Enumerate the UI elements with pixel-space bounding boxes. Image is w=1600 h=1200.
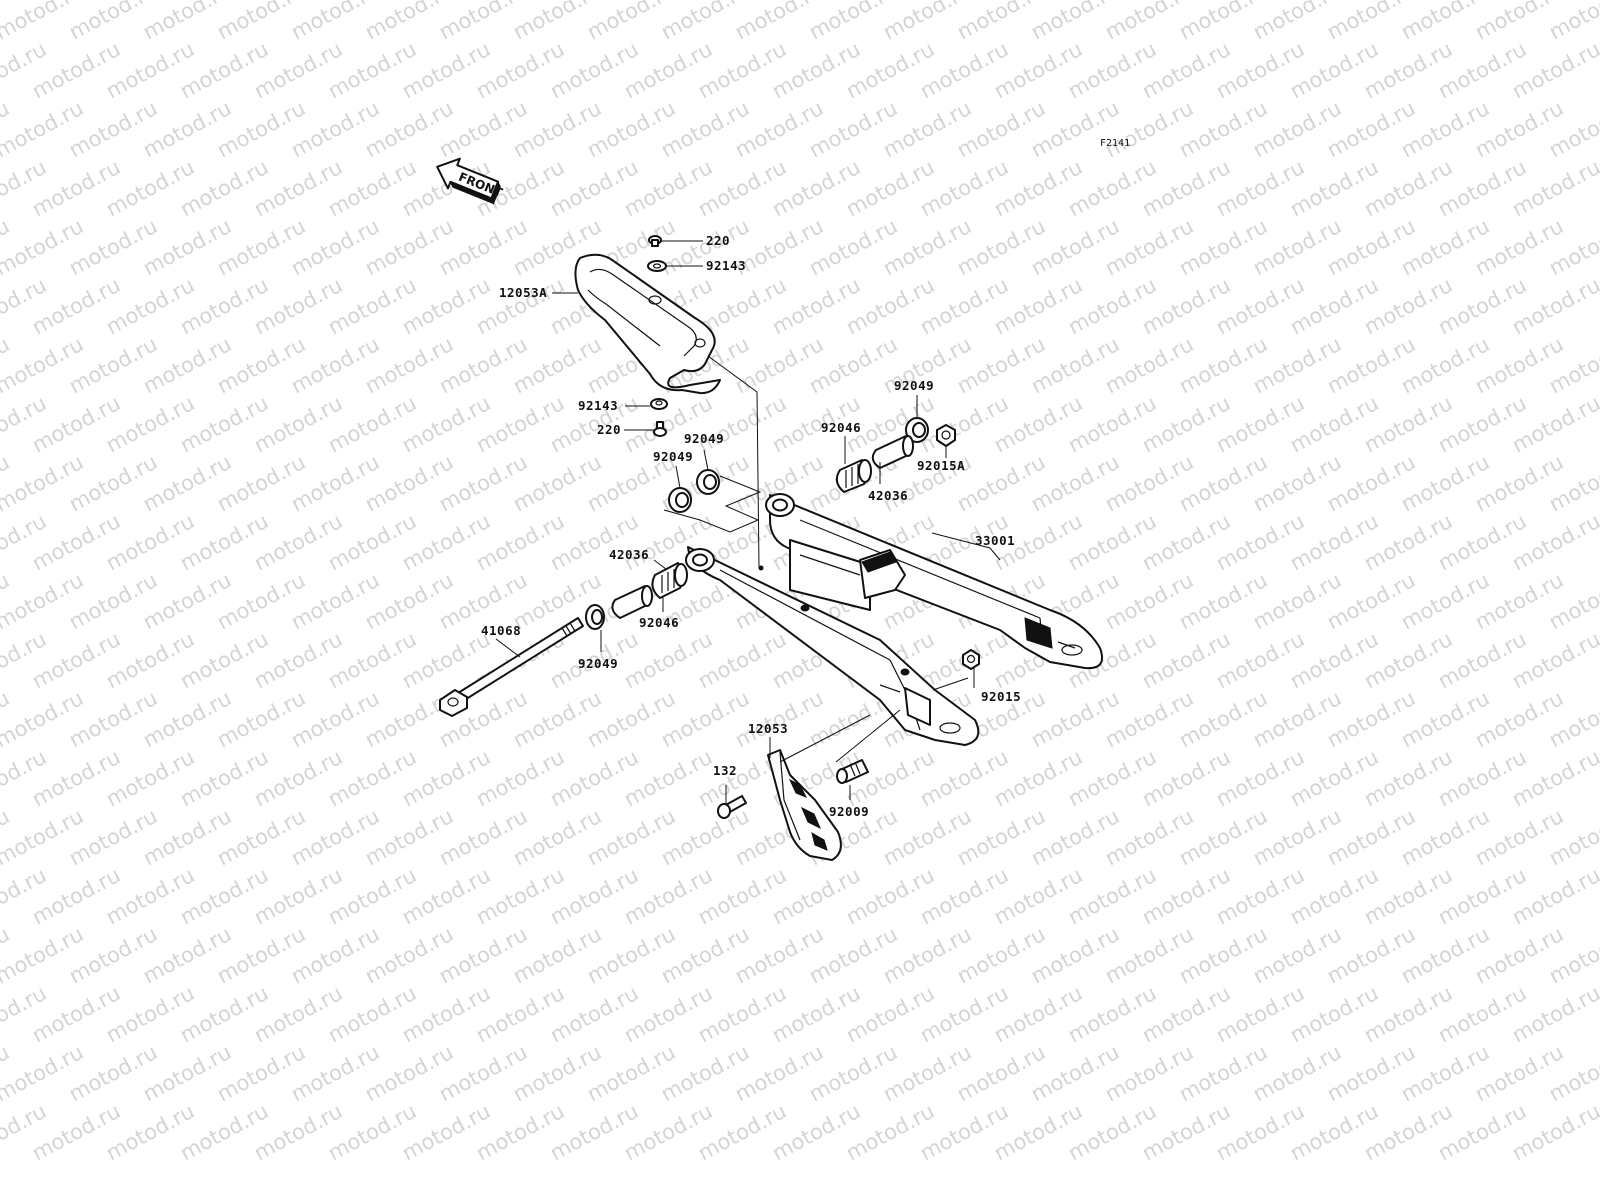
callout-12053A: 12053A [499,285,547,300]
seal-92049-right [905,417,929,443]
swingarm-33001 [685,493,1104,746]
chain-slider-12053A [574,253,721,395]
leader-lines [495,240,1001,804]
callout-92049-mid-left: 92049 [653,449,693,464]
callout-41068: 41068 [481,623,521,638]
callout-42036-right: 42036 [868,488,908,503]
seal-92049-mid-left [668,487,692,513]
nut-92015 [962,649,980,670]
bearing-92046-left [651,562,688,599]
seal-92049-left [585,604,605,630]
callout-92009: 92009 [829,804,869,819]
callout-12053: 12053 [748,721,788,736]
bolt-220-bottom [653,421,667,437]
callout-labels: 220 92143 12053A 92143 220 92049 92046 4… [481,233,1021,819]
washer-92143-top [647,260,667,272]
callout-92015A: 92015A [917,458,965,473]
callout-92049-left: 92049 [578,656,618,671]
bolt-132 [717,795,747,819]
callout-92015: 92015 [981,689,1021,704]
bolt-220-top [648,235,662,247]
callout-132: 132 [713,763,737,778]
callout-92143-bottom: 92143 [578,398,618,413]
callout-92143-top: 92143 [706,258,746,273]
callout-33001: 33001 [975,533,1015,548]
callout-92046-left: 92046 [639,615,679,630]
chain-guide-12053 [767,749,842,861]
bearing-92046-right [835,459,872,493]
callout-92046-right: 92046 [821,420,861,435]
stud-92009 [836,759,869,784]
collar-42036-left [611,585,653,619]
seal-92049-mid-right [696,469,720,495]
figure-id: F2141 [1100,138,1130,149]
callout-92049-mid-right: 92049 [684,431,724,446]
callout-220-bottom: 220 [597,422,621,437]
callout-92049-right: 92049 [894,378,934,393]
callout-220-top: 220 [706,233,730,248]
collar-42036-right [871,435,914,469]
nut-92015A [936,424,956,447]
callout-42036-left: 42036 [609,547,649,562]
washer-92143-bottom [650,398,668,410]
pivot-shaft-41068 [439,617,584,717]
